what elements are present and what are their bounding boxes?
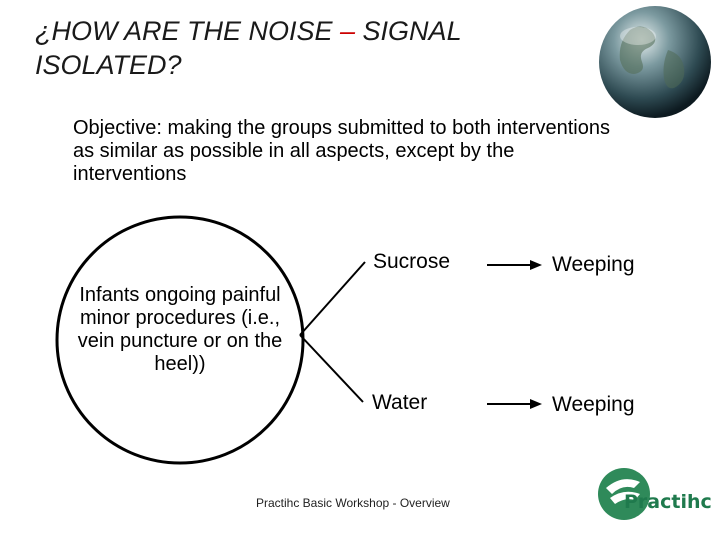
intervention-water: Water bbox=[372, 391, 428, 414]
title-part2: SIGNAL ISOLATED? bbox=[35, 16, 462, 80]
objective-text: Objective: making the groups submitted t… bbox=[73, 117, 610, 185]
population-label: Infants ongoing painful minor procedures… bbox=[77, 284, 283, 375]
logo-text: Practihc bbox=[624, 491, 712, 513]
slide-title: ¿HOW ARE THE NOISE – SIGNAL ISOLATED? bbox=[35, 14, 595, 82]
title-part1: ¿HOW ARE THE NOISE bbox=[35, 16, 341, 46]
title-dash: – bbox=[340, 16, 356, 46]
globe-image bbox=[599, 6, 711, 118]
footer-text: Practihc Basic Workshop - Overview bbox=[256, 496, 450, 510]
branch-line-lower bbox=[299, 334, 364, 403]
outcome-weeping-lower: Weeping bbox=[552, 393, 635, 416]
arrow-upper-head bbox=[530, 260, 542, 270]
outcome-weeping-upper: Weeping bbox=[552, 253, 635, 276]
population-circle bbox=[55, 215, 305, 465]
practihc-logo: Practihc bbox=[598, 468, 712, 520]
intervention-sucrose: Sucrose bbox=[373, 250, 451, 273]
branch-line-upper bbox=[299, 261, 366, 336]
arrow-lower-head bbox=[530, 399, 542, 409]
